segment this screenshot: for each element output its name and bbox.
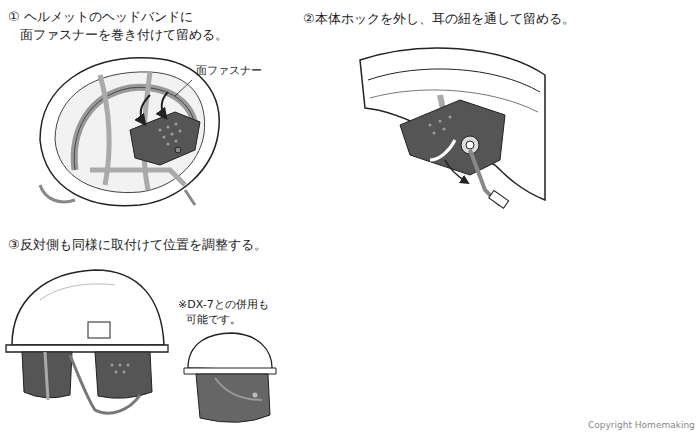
figure-one	[40, 58, 219, 206]
watermark: Copyright Homemaking	[588, 419, 695, 431]
step-instruction: ②本体ホックを外し、耳の紐を通して留める。	[303, 10, 575, 28]
figure-cover	[184, 333, 276, 422]
step-instruction: ① ヘルメットのヘッドバンドに 面ファスナーを巻き付けて留める。	[8, 8, 260, 43]
note: ※DX-7との併用も 可能です。	[178, 298, 286, 328]
step-instruction: ③反対側も同様に取付けて位置を調整する。	[8, 236, 267, 254]
figure-three	[6, 270, 168, 413]
figure-two	[360, 48, 545, 208]
part-name: 面ファスナー	[196, 64, 262, 79]
